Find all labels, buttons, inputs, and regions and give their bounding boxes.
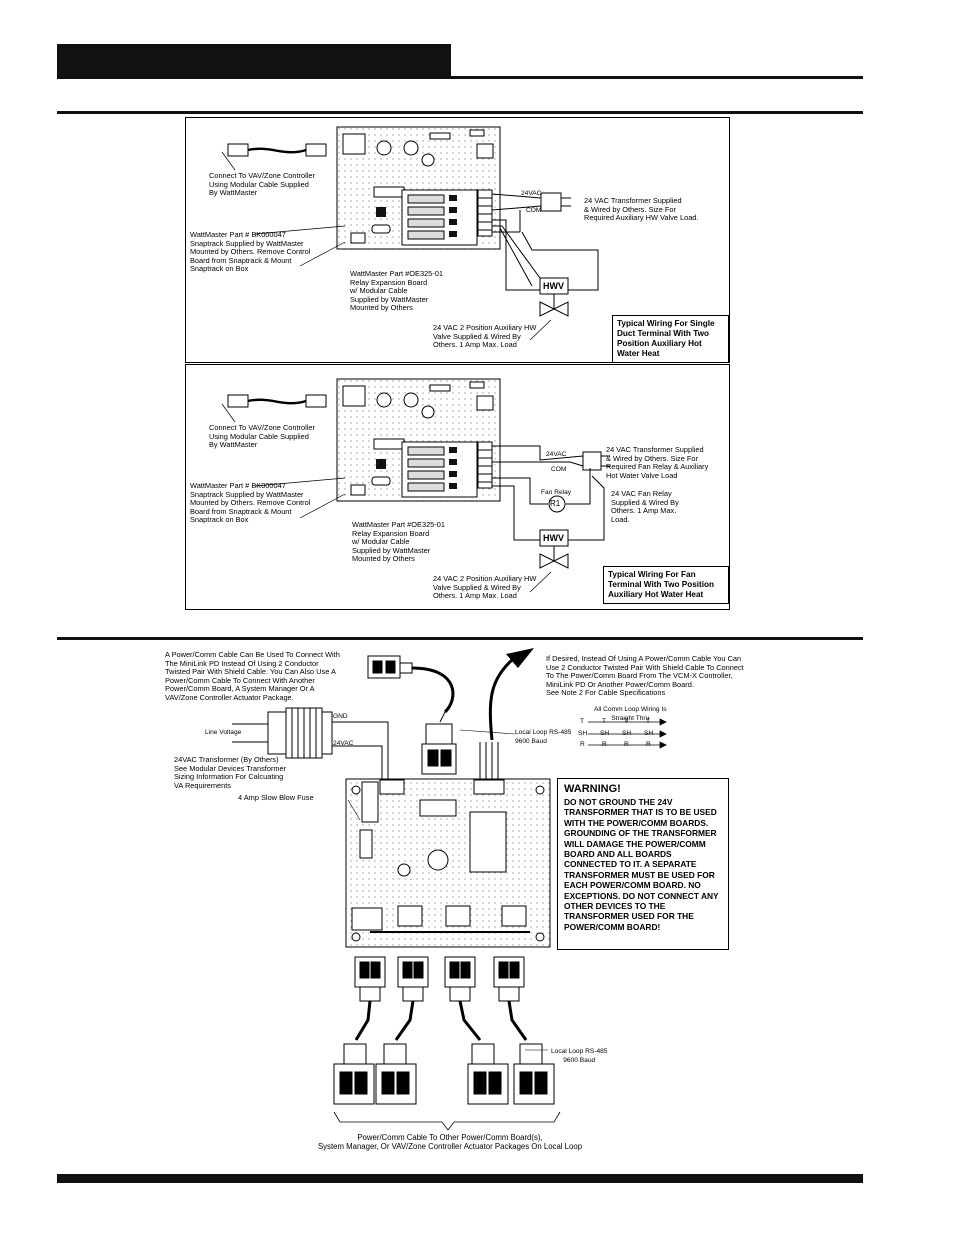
fan-relay-label: Fan Relay — [541, 489, 572, 496]
transformer-note: 24VAC Transformer (By Others) See Modula… — [174, 755, 287, 790]
comm-sh-3: SH — [622, 730, 632, 737]
diagram-panel-fan-terminal — [185, 364, 730, 610]
arrow-up-right — [506, 648, 534, 668]
comm-t-4: T — [646, 718, 651, 725]
bottom-bracket — [333, 1111, 561, 1131]
section-rule-middle — [57, 637, 863, 640]
hwv-valve-1 — [529, 277, 569, 341]
comm-t-3: T — [624, 718, 629, 725]
warning-box: WARNING! DO NOT GROUND THE 24V TRANSFORM… — [557, 778, 729, 950]
warning-body: DO NOT GROUND THE 24V TRANSFORMER THAT I… — [564, 797, 719, 932]
vac24-label-2: 24VAC — [546, 451, 567, 458]
modular-cable-2 — [221, 394, 327, 423]
comm-sh-2: SH — [600, 730, 610, 737]
relay-expansion-board-2 — [401, 441, 493, 498]
caption-single-duct: Typical Wiring For Single Duct Terminal … — [612, 315, 729, 363]
power-comm-cable-top — [421, 723, 457, 775]
hwv-label-2: HWV — [543, 533, 564, 543]
valve-label-1: 24 VAC 2 Position Auxiliary HW Valve Sup… — [433, 323, 537, 350]
comm-r-4: R — [646, 741, 651, 748]
footer-bar — [57, 1174, 863, 1183]
comm-r-1: R — [580, 741, 585, 748]
hwv-label-1: HWV — [543, 281, 564, 291]
r1-label: R1 — [550, 499, 561, 508]
local-loop-label-top: Local Loop RS-485 9600 Baud — [515, 729, 572, 745]
power-comm-board — [345, 778, 551, 948]
relay-expansion-board-1 — [401, 189, 493, 246]
modular-cable-1 — [221, 143, 327, 171]
connect-label-1: Connect To VAV/Zone Controller Using Mod… — [209, 171, 315, 198]
comm-t-1: T — [580, 718, 585, 725]
bottom-caption: Power/Comm Cable To Other Power/Comm Boa… — [317, 1133, 583, 1152]
snaptrack-label-1: WattMaster Part # BK000047 Snaptrack Sup… — [190, 230, 311, 274]
valve-label-2: 24 VAC 2 Position Auxiliary HW Valve Sup… — [433, 574, 537, 601]
relay-board-label-1: WattMaster Part #OE325-01 Relay Expansio… — [350, 269, 443, 313]
comm-t-2: T — [602, 718, 607, 725]
caption-fan-terminal: Typical Wiring For Fan Terminal With Two… — [603, 566, 729, 604]
comm-loop-legend — [588, 718, 667, 749]
relay-board-label-2: WattMaster Part #OE325-01 Relay Expansio… — [352, 520, 445, 564]
comm-sh-1: SH — [578, 730, 588, 737]
transformer-24vac — [267, 707, 333, 759]
fan-relay-description: 24 VAC Fan Relay Supplied & Wired By Oth… — [611, 489, 679, 524]
vac24-label-1: 24VAC — [521, 190, 542, 197]
line-voltage-label: Line Voltage — [205, 729, 242, 736]
vac24-label-3: 24VAC — [333, 740, 354, 747]
transformer-1 — [491, 192, 599, 291]
desired-note: If Desired, Instead Of Using A Power/Com… — [546, 654, 744, 698]
section-rule-top — [57, 111, 863, 114]
comm-wiring-title: All Comm Loop Wiring Is Straight Thru — [594, 706, 667, 722]
warning-title: WARNING! — [564, 783, 621, 795]
power-comm-cables-end — [333, 1043, 555, 1105]
comm-r-2: R — [602, 741, 607, 748]
connect-label-2: Connect To VAV/Zone Controller Using Mod… — [209, 423, 315, 450]
hwv-valve-2 — [529, 529, 569, 593]
transformer-2 — [492, 445, 610, 541]
header-bar — [57, 44, 451, 78]
local-loop-label-bottom: Local Loop RS-485 9600 Baud — [551, 1048, 608, 1064]
comm-r-3: R — [624, 741, 629, 748]
transformer-label-2: 24 VAC Transformer Supplied & Wired by O… — [606, 445, 709, 480]
header-rule — [57, 76, 863, 79]
comm-sh-4: SH — [644, 730, 654, 737]
com-label-1: COM — [526, 207, 542, 214]
fuse-label: 4 Amp Slow Blow Fuse — [238, 793, 314, 802]
fan-relay-r1 — [548, 495, 566, 513]
power-comm-cables-bottom — [354, 956, 525, 1002]
minilink-connector — [367, 655, 413, 679]
com-label-2: COM — [551, 466, 567, 473]
gnd-label: GND — [333, 713, 348, 720]
transformer-label-1: 24 VAC Transformer Supplied & Wired by O… — [584, 196, 699, 223]
power-comm-note: A Power/Comm Cable Can Be Used To Connec… — [165, 650, 340, 702]
snaptrack-label-2: WattMaster Part # BK000047 Snaptrack Sup… — [190, 481, 311, 525]
